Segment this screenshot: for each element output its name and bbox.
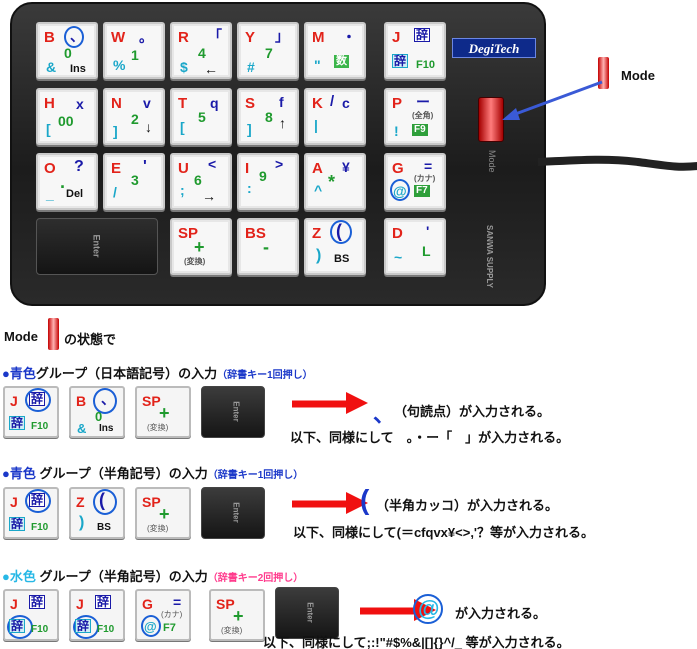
key-n[interactable]: N v 2 ] ↓ <box>103 88 165 145</box>
key-o[interactable]: O ? . _ Del <box>36 153 98 210</box>
blue-circle <box>330 220 352 244</box>
section3-key-g: G = (カナ) @ F7 <box>135 589 191 641</box>
section1-key-enter: Enter <box>201 386 265 438</box>
section3-result-symbol: @ <box>418 596 440 621</box>
section2-key-sp: SP + (変換) <box>135 487 191 539</box>
section3-key-j-second: J 辞 辞 F10 <box>69 589 125 641</box>
key-u[interactable]: U < 6 ; → <box>170 153 232 210</box>
key-sp[interactable]: SP + (変換) <box>170 218 232 275</box>
blue-circle <box>64 26 84 48</box>
section3-result-circle <box>413 594 443 624</box>
mode-button-label: Mode <box>487 150 497 173</box>
key-y[interactable]: Y 」 7 # <box>237 22 299 79</box>
section2-key-j: J 辞 辞 F10 <box>3 487 59 539</box>
mode-button[interactable] <box>478 97 504 142</box>
key-r[interactable]: R 「 4 $ ← <box>170 22 232 79</box>
key-b[interactable]: B 、 0 & Ins <box>36 22 98 79</box>
keypad-cable <box>538 155 697 171</box>
key-g[interactable]: G = (カナ) @ F7 <box>384 153 446 210</box>
degitech-logo: DegiTech <box>452 38 536 58</box>
section2-more-text: 以下、同様にして(＝cfqvx¥<>,'？等が入力される。 <box>293 525 595 540</box>
section2-result-symbol: ( <box>360 484 370 515</box>
section1-key-j: J 辞 辞 F10 <box>3 386 59 438</box>
key-i[interactable]: I > 9 : <box>237 153 299 210</box>
section1-more-text: 以下、同様にして 。・ー「 」が入力される。 <box>290 430 570 445</box>
section3-key-j-first: J 辞 辞 F10 <box>3 589 59 641</box>
key-bs[interactable]: BS - <box>237 218 299 275</box>
section3-key-sp: SP + (変換) <box>209 589 265 641</box>
state-mode-text: Mode <box>4 329 38 344</box>
section2-key-enter: Enter <box>201 487 265 539</box>
section2-result-text: （半角カッコ）が入力される。 <box>376 498 559 513</box>
section1-result-text: （句読点）が入力される。 <box>394 404 551 419</box>
sanwa-brand: SANWA SUPPLY <box>485 225 494 288</box>
section2-key-z: Z ( ) BS <box>69 487 125 539</box>
state-mode-bar <box>48 318 59 350</box>
key-m[interactable]: M ・ " 数 <box>304 22 366 79</box>
mode-callout-bar <box>598 57 609 89</box>
section1-key-sp: SP + (変換) <box>135 386 191 438</box>
key-p[interactable]: P ー (全角) ! F9 <box>384 88 446 145</box>
key-t[interactable]: T q 5 [ <box>170 88 232 145</box>
section3-result-text: が入力される。 <box>455 606 547 621</box>
section3-more-text: 以下、同様にして;:!"#$%&|[]{}^/_ 等が入力される。 <box>263 635 570 649</box>
key-s[interactable]: S f 8 ] ↑ <box>237 88 299 145</box>
section2-red-arrow <box>292 492 368 514</box>
key-w[interactable]: W 。 1 % <box>103 22 165 79</box>
enter-key[interactable]: Enter <box>36 218 158 275</box>
mode-callout-arrow <box>502 80 603 120</box>
section1-key-b: B 、 0 & Ins <box>69 386 125 438</box>
key-e[interactable]: E ' 3 / <box>103 153 165 210</box>
section3-key-enter: Enter <box>275 587 339 639</box>
state-text: の状態で <box>64 332 117 347</box>
mode-callout-label: Mode <box>621 68 655 83</box>
key-j[interactable]: J 辞 辞 F10 <box>384 22 446 79</box>
key-k[interactable]: K / c | <box>304 88 366 145</box>
key-h[interactable]: H x 00 [ <box>36 88 98 145</box>
section2-heading: ●青色 グループ（半角記号）の入力（辞書キー1回押し） <box>2 466 304 481</box>
key-d[interactable]: D ' L ~ <box>384 218 446 275</box>
blue-circle <box>390 179 410 201</box>
section1-heading: ●青色グループ（日本語記号）の入力（辞書キー1回押し） <box>2 366 313 381</box>
key-z[interactable]: Z ( ) BS <box>304 218 366 275</box>
section3-heading: ●水色 グループ（半角記号）の入力（辞書キー2回押し） <box>2 569 304 584</box>
key-a[interactable]: A ¥ * ^ <box>304 153 366 210</box>
section1-red-arrow <box>292 392 368 414</box>
section1-result-symbol: 、 <box>373 402 396 427</box>
